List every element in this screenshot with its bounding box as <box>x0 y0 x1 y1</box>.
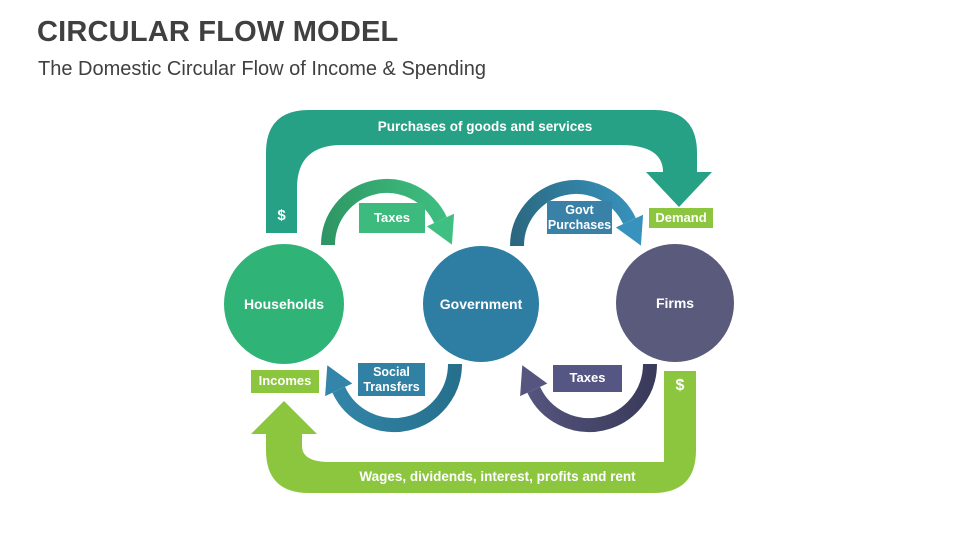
taxes-firms-label: Taxes <box>569 370 606 386</box>
government-node <box>423 246 539 362</box>
social-transfers-arrowhead-icon <box>325 365 353 397</box>
social-transfers-box: Social Transfers <box>358 363 425 396</box>
firms-node <box>616 244 734 362</box>
govt-purchases-arc <box>510 180 636 247</box>
social-transfers-arc <box>332 363 462 433</box>
taxes-firms-arrowhead-icon <box>520 365 548 397</box>
social-transfers-label-line2: Transfers <box>363 379 420 394</box>
slide-title: CIRCULAR FLOW MODEL <box>37 16 399 48</box>
purchases-arrow <box>266 110 712 233</box>
incomes-label: Incomes <box>258 373 312 389</box>
demand-box: Demand <box>649 208 713 228</box>
govt-purchases-label-line2: Purchases <box>547 217 612 232</box>
slide-subtitle: The Domestic Circular Flow of Income & S… <box>38 58 486 80</box>
wages-arrow <box>251 371 696 493</box>
taxes-households-label: Taxes <box>374 209 410 225</box>
firms-node-label: Firms <box>655 295 695 311</box>
purchases-flow-label: Purchases of goods and services <box>377 119 593 134</box>
households-node <box>224 244 344 364</box>
households-node-label: Households <box>243 296 325 312</box>
taxes-households-arrowhead-icon <box>426 213 455 245</box>
govt-purchases-box: Govt Purchases <box>547 201 612 234</box>
demand-label: Demand <box>655 209 707 225</box>
taxes-households-box: Taxes <box>359 203 425 233</box>
taxes-firms-arc <box>527 363 657 433</box>
govt-purchases-arrowhead-icon <box>615 214 644 246</box>
incomes-box: Incomes <box>251 370 319 393</box>
currency-symbol-bottom: $ <box>675 377 685 394</box>
taxes-households-arc <box>321 179 447 246</box>
wages-flow-label: Wages, dividends, interest, profits and … <box>359 469 636 484</box>
govt-purchases-label-line1: Govt <box>565 203 594 218</box>
taxes-firms-box: Taxes <box>553 365 622 392</box>
social-transfers-label-line1: Social <box>373 365 410 380</box>
currency-symbol-top: $ <box>277 207 286 224</box>
government-node-label: Government <box>439 296 523 312</box>
